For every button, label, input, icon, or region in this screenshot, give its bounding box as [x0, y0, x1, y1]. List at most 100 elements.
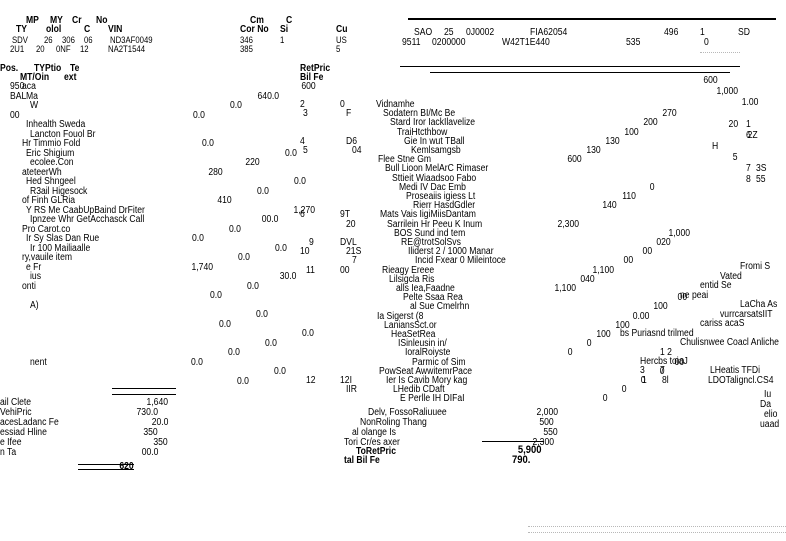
line-item-description: Ir Sy Slas Dan Rue: [26, 233, 100, 244]
line-item-description: Sttieit Wiaadsoo Fabo: [392, 172, 477, 184]
line-item-description: Incid Fxear 0 Mileintoce: [415, 255, 506, 267]
column-header: MT/Oin: [20, 72, 50, 83]
line-item-amount: 0.0: [247, 280, 259, 292]
header-rule: [430, 72, 730, 73]
grand-total-value: 5,900: [518, 444, 542, 456]
line-item-description: Ia Sigerst (8: [377, 310, 424, 322]
total-amount: 20.0: [151, 417, 168, 428]
line-item-code: IIR: [346, 384, 357, 396]
header-cell: 5: [336, 44, 341, 54]
line-item-qty: 1: [746, 119, 751, 130]
line-item-qty: 3: [303, 108, 308, 120]
line-item-amount: 280: [208, 166, 223, 178]
line-item-description: ISinleusin in/: [398, 338, 447, 350]
side-text: Iu: [764, 389, 772, 400]
column-header: Bil Fe: [300, 72, 324, 83]
line-item-code: 7: [352, 255, 357, 267]
line-item-description: ateteerWh: [22, 166, 62, 178]
column-header: RetPric: [300, 63, 331, 74]
header-cell: 1: [280, 35, 285, 45]
line-item-description: Ma: [26, 90, 38, 102]
line-item-amount: 200: [643, 117, 658, 129]
grand-total-rule: [78, 469, 134, 470]
grand-total-label: ToRetPric: [356, 446, 396, 457]
line-item-amount: 0.0: [237, 375, 249, 387]
header-cell: 9511: [402, 37, 421, 48]
header-cell: US: [336, 35, 347, 45]
header-cell: olol: [46, 24, 62, 35]
side-text: uaad: [760, 419, 780, 430]
line-item-description: Vidnamhe: [376, 99, 415, 110]
line-item-description: PowSeat AwwitemrPace: [379, 365, 473, 377]
total-label: NonRoling Thang: [360, 417, 427, 428]
line-item-amount: 1,100: [592, 264, 614, 276]
line-item-qty: 6: [300, 209, 305, 221]
line-item-amount: 100: [615, 319, 630, 331]
line-item-amount: 130: [605, 135, 620, 147]
total-label: Tori Cr/es axer: [344, 437, 400, 448]
line-item-description: R3ail Higesock: [30, 185, 88, 197]
header-cell: SD: [738, 27, 750, 38]
line-item-amount: 270: [662, 108, 677, 120]
header-rule: [408, 18, 776, 20]
line-item-description: Flee Stne Gm: [378, 154, 432, 166]
line-item-amount: 00.0: [261, 214, 278, 225]
column-header: Pos.: [0, 63, 19, 74]
line-item-amount: 0.0: [302, 328, 314, 339]
line-item-description: al Sue Cmelrhn: [410, 301, 470, 313]
side-text: entid Se: [700, 280, 732, 291]
line-item-amount: 0.0: [257, 185, 269, 197]
line-item-amount: 220: [245, 157, 260, 168]
line-item-amount: 140: [602, 200, 617, 212]
line-item-description: Medi IV Dac Emb: [399, 181, 466, 193]
side-text: cariss acaS: [700, 318, 745, 329]
footer-dotted-rule: [528, 526, 786, 527]
line-item-amount: 0.0: [294, 176, 306, 187]
line-item-amount: 0: [622, 384, 627, 396]
line-item-description: HeaSetRea: [391, 329, 436, 340]
line-item-code: 8l: [662, 375, 669, 386]
line-item-description: ecolee.Con: [30, 157, 74, 168]
line-item-description: LDOTaligncl.CS4: [708, 375, 774, 386]
line-item-amount: 100: [596, 329, 611, 340]
header-dotted-rule: [700, 52, 740, 53]
header-cell: SAO: [414, 27, 433, 38]
total-label: acesLadanc Fe: [0, 417, 59, 428]
side-text: Hercbs toiaJ: [640, 356, 688, 367]
line-item-code: F: [346, 108, 352, 120]
total-amount: 730.0: [136, 407, 158, 418]
line-item-amount: 1,270: [293, 204, 315, 216]
line-item-code: 04: [352, 145, 362, 156]
line-item-description: nent: [30, 356, 47, 368]
grand-total-value: 620: [119, 461, 134, 472]
header-cell: W42T1E440: [502, 37, 550, 48]
line-item-amount: 0: [641, 375, 646, 386]
line-item-amount: 040: [580, 273, 595, 285]
total-amount: 500: [539, 417, 554, 428]
line-item-description: Ir 100 Mailiaalle: [30, 242, 91, 254]
line-item-amount: 1,000: [668, 227, 690, 239]
line-item-description: BOS Sund ind tem: [394, 227, 466, 239]
total-amount: 350: [143, 427, 158, 438]
line-item-description: e Fr: [26, 261, 42, 273]
side-text: LaCha As: [740, 299, 778, 310]
header-cell: Si: [280, 24, 289, 35]
line-item-amount: 0.0: [210, 290, 222, 301]
grand-total-label: tal Bil Fe: [344, 455, 380, 466]
line-item-description: Lancton Fouol Br: [30, 128, 96, 140]
header-cell: TY: [16, 24, 27, 35]
header-cell: 0: [704, 37, 709, 48]
line-item-description: RE@trotSolSvs: [401, 237, 461, 248]
line-item-description: ry,vauile item: [22, 252, 73, 263]
line-item-qty: 9: [309, 237, 314, 248]
line-item-amount: 100: [653, 301, 668, 313]
line-item-code: 12I: [340, 375, 352, 386]
line-item-description: A): [30, 299, 39, 311]
footer-dotted-rule: [528, 532, 786, 533]
line-item-description: Proseaiis igiess Lt: [406, 191, 476, 202]
line-item-description: Pelte Ssaa Rea: [403, 292, 463, 304]
line-item-description: Sarrilein Hr Peeu K Inum: [387, 218, 483, 230]
total-amount: 550: [543, 427, 558, 438]
line-item-amount: 410: [217, 195, 232, 206]
line-item-description: Rieagy Ereee: [382, 264, 435, 276]
